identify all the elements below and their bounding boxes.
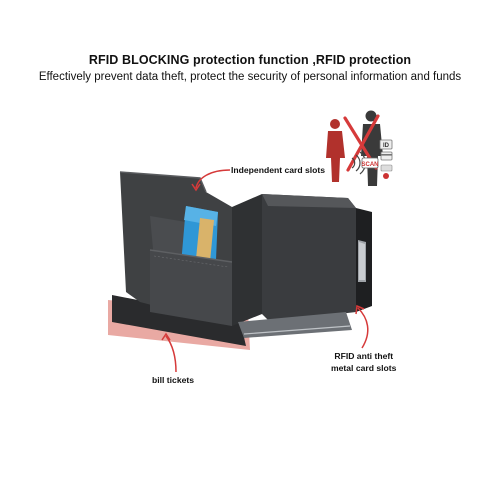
id-card-icon: ID — [379, 139, 393, 150]
callout-label-rfid-line2: metal card slots — [331, 363, 397, 373]
callout-label-card-slots: Independent card slots — [231, 165, 326, 175]
page-title: RFID BLOCKING protection function ,RFID … — [88, 53, 412, 67]
credit-card-icon — [380, 151, 393, 179]
callout-arrow-card-slots — [191, 169, 231, 192]
page-subtitle: Effectively prevent data theft, protect … — [38, 71, 462, 83]
id-text: ID — [383, 143, 390, 149]
callout-label-rfid: RFID anti theft metal card slots — [331, 350, 396, 374]
wallet-image — [108, 171, 372, 350]
callout-arrow-bill — [161, 332, 177, 373]
scan-text: SCAN — [361, 162, 378, 168]
callout-label-bill: bill tickets — [152, 375, 195, 385]
callout-arrow-rfid — [355, 304, 369, 349]
callout-label-rfid-line1: RFID anti theft — [334, 351, 394, 361]
